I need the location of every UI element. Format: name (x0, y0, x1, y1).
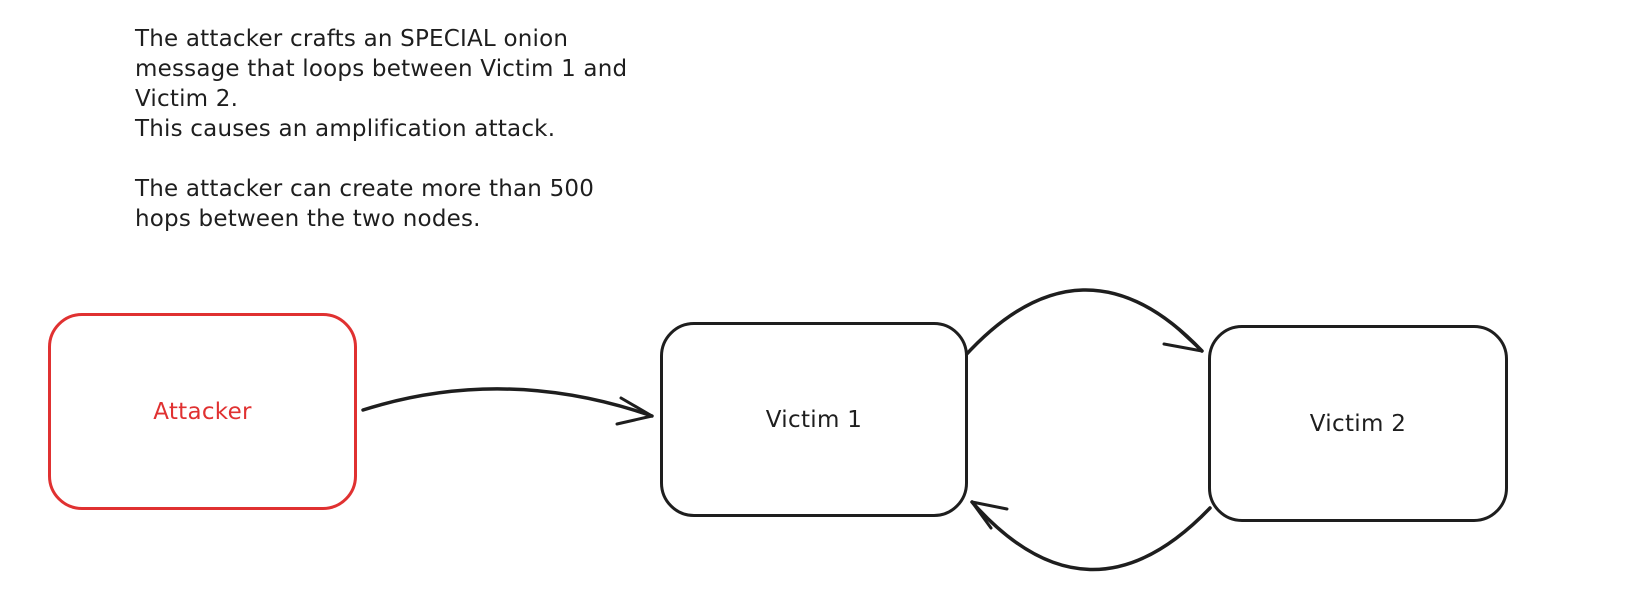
node-attacker-label: Attacker (153, 398, 252, 425)
node-attacker: Attacker (48, 313, 357, 510)
node-victim-1: Victim 1 (660, 322, 968, 517)
arrow-victim1-to-victim2-top-icon (962, 288, 1204, 359)
node-victim-1-label: Victim 1 (765, 406, 863, 433)
node-victim-2-label: Victim 2 (1309, 410, 1407, 437)
arrow-attacker-to-victim1-icon (361, 387, 654, 426)
annotation-text: The attacker crafts an SPECIAL onion mes… (135, 26, 628, 232)
arrow-victim2-to-victim1-bottom-icon (970, 500, 1212, 572)
node-victim-2: Victim 2 (1208, 325, 1508, 522)
